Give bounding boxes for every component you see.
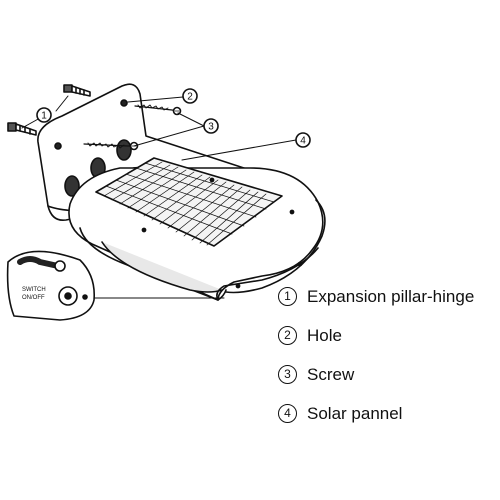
housing-dot-1 (141, 227, 147, 233)
panel-grid-h9 (167, 181, 227, 229)
callout-number-4: 4 (300, 136, 306, 147)
hinge-slot-3 (116, 139, 132, 161)
screw-upper (134, 104, 182, 116)
switch-detail-cord (17, 256, 61, 269)
callout-number-3: 3 (208, 122, 214, 133)
panel-grid-h10 (175, 184, 235, 233)
switch-label-line1: SWITCH (22, 287, 46, 293)
panel-grid-v2 (115, 179, 245, 227)
legend-label-2: Hole (307, 325, 342, 345)
panel-grid-h8 (159, 179, 219, 225)
housing-front-curve (225, 199, 326, 294)
panel-grid-h14 (206, 193, 267, 246)
legend-label-4: Solar pannel (307, 403, 403, 423)
housing-bottom-lens (101, 241, 223, 293)
legend-label-3: Screw (307, 364, 355, 384)
legend-number-1: 1 (278, 287, 297, 306)
callout-number-2: 2 (187, 92, 193, 103)
callout-number-1: 1 (41, 111, 47, 122)
panel-grid-h2 (111, 164, 171, 201)
switch-hanger-ring (54, 260, 66, 272)
housing-dot-3 (289, 209, 295, 215)
expansion-pillar-bottom (7, 122, 37, 136)
legend-item-2: 2 Hole (278, 324, 493, 347)
legend-number-2: 2 (278, 326, 297, 345)
panel-grid-v4 (135, 167, 267, 210)
housing-dot-5 (297, 261, 303, 267)
legend-number-4: 4 (278, 404, 297, 423)
callout-circle-1 (36, 107, 52, 123)
housing-dot-2 (209, 177, 215, 183)
leader-line-1b (21, 117, 41, 129)
callout-circle-3 (203, 118, 219, 134)
legend-item-4: 4 Solar pannel (278, 402, 493, 425)
panel-grid-h5 (135, 171, 195, 213)
panel-grid-h13 (199, 191, 259, 244)
plate-hole-upper (120, 99, 128, 107)
panel-grid-h7 (151, 176, 211, 221)
callout-circle-4 (295, 132, 311, 148)
leader-line-4 (181, 139, 297, 161)
legend-number-3: 3 (278, 365, 297, 384)
leader-line-2 (127, 96, 184, 103)
panel-grid-v5 (144, 162, 275, 203)
leader-line-1a (55, 95, 69, 112)
panel-grid-h4 (127, 169, 187, 209)
leader-line-3a (177, 112, 205, 127)
parts-legend: 1 Expansion pillar-hinge 2 Hole 3 Screw … (278, 285, 493, 441)
legend-label-1: Expansion pillar-hinge (307, 286, 475, 306)
panel-grid-h12 (191, 189, 251, 241)
panel-grid-v3 (125, 173, 257, 218)
hinge-slot-1 (64, 175, 80, 197)
panel-grid-v1 (105, 185, 233, 235)
switch-label-line2: ON/OFF (22, 295, 45, 301)
panel-grid-h1 (103, 161, 163, 197)
expansion-pillar-top (63, 84, 91, 97)
switch-screw (82, 294, 88, 300)
leader-line-3b (133, 125, 205, 147)
legend-item-3: 3 Screw (278, 363, 493, 386)
housing-dot-4 (235, 283, 241, 289)
callout-circle-2 (182, 88, 198, 104)
legend-item-1: 1 Expansion pillar-hinge (278, 285, 493, 308)
panel-grid-h11 (183, 186, 243, 237)
switch-button-center (64, 292, 72, 300)
panel-grid-h3 (119, 166, 179, 205)
panel-grid-h6 (143, 174, 203, 217)
plate-hole-left (54, 142, 62, 150)
housing-front-band (216, 247, 319, 301)
